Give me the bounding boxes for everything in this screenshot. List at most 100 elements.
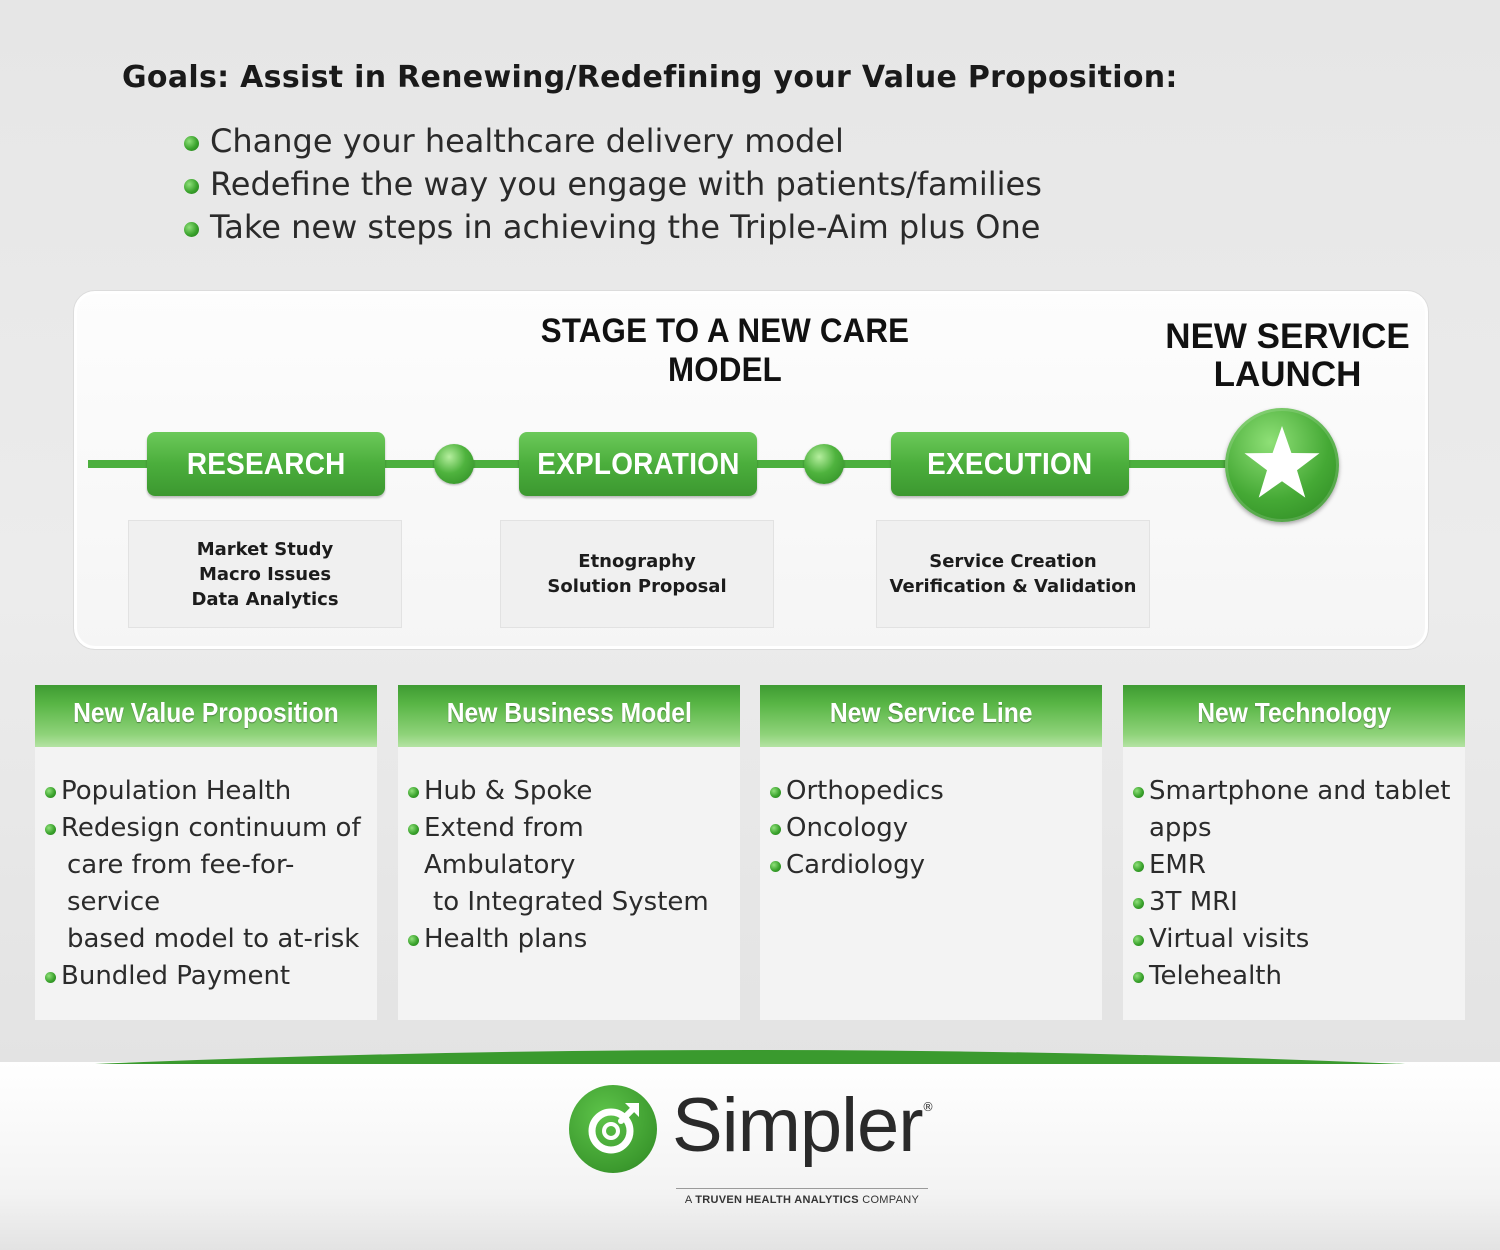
bullet-icon	[1133, 787, 1144, 798]
list-item: Orthopedics	[768, 773, 1102, 810]
list-item-text: EMR	[1149, 850, 1206, 880]
bullet-icon	[1133, 898, 1144, 909]
list-item: Redesign continuum of care from fee-for-s…	[43, 810, 377, 958]
column-title: New Service Line	[829, 697, 1033, 728]
detail-line: Etnography	[578, 551, 696, 572]
phase-exploration: EXPLORATION	[519, 432, 757, 496]
detail-line: Solution Proposal	[547, 576, 727, 597]
phase-execution: EXECUTION	[891, 432, 1129, 496]
phase-label: EXPLORATION	[536, 446, 740, 481]
column-list: Orthopedics Oncology Cardiology	[760, 747, 1102, 884]
column-business-model: New Business Model Hub & Spoke Extend fr…	[398, 685, 740, 1020]
goals-title: Goals: Assist in Renewing/Redefining you…	[122, 60, 1178, 95]
launch-title-line1: NEW SERVICE	[1165, 317, 1410, 356]
list-item-text: Orthopedics	[786, 776, 944, 806]
column-list: Smartphone and tablet apps EMR 3T MRI Vir…	[1123, 747, 1465, 995]
list-item-text: Cardiology	[786, 850, 925, 880]
list-item-text: Oncology	[786, 813, 909, 843]
list-item-text: based model to at-risk	[67, 924, 360, 954]
list-item-text: to Integrated System	[433, 887, 709, 917]
list-item-text: Bundled Payment	[61, 961, 291, 991]
list-item: Extend from Ambulatory to Integrated Syst…	[406, 810, 740, 921]
column-title: New Technology	[1197, 697, 1391, 728]
bullet-icon	[1133, 972, 1144, 983]
tagline-suffix: COMPANY	[862, 1194, 920, 1206]
column-header: New Technology	[1123, 685, 1465, 747]
launch-title-line2: LAUNCH	[1213, 355, 1362, 394]
column-list: Population Health Redesign continuum of c…	[35, 747, 377, 995]
launch-badge	[1225, 408, 1339, 522]
list-item: Smartphone and tablet apps	[1131, 773, 1465, 847]
goals-list: Change your healthcare delivery model Re…	[180, 120, 1042, 249]
simpler-logo-icon	[569, 1085, 657, 1173]
goal-item: Change your healthcare delivery model	[180, 120, 1042, 163]
list-item-text: 3T MRI	[1149, 887, 1238, 917]
list-item-text: Redesign continuum of	[61, 813, 361, 843]
list-item-text: apps	[1149, 813, 1212, 843]
list-item: EMR	[1131, 847, 1465, 884]
column-header: New Service Line	[760, 685, 1102, 747]
list-item: Bundled Payment	[43, 958, 377, 995]
footer-arc-divider	[95, 1050, 1405, 1064]
exploration-details: Etnography Solution Proposal	[500, 520, 774, 628]
list-item: Virtual visits	[1131, 921, 1465, 958]
column-title: New Business Model	[446, 697, 692, 728]
column-title: New Value Proposition	[73, 697, 339, 728]
execution-details: Service Creation Verification & Validati…	[876, 520, 1150, 628]
list-item-text: Health plans	[424, 924, 588, 954]
column-header: New Business Model	[398, 685, 740, 747]
bullet-icon	[770, 824, 781, 835]
list-item: Cardiology	[768, 847, 1102, 884]
list-item-text: Virtual visits	[1149, 924, 1310, 954]
column-service-line: New Service Line Orthopedics Oncology Ca…	[760, 685, 1102, 1020]
detail-line: Macro Issues	[198, 563, 332, 585]
bullet-icon	[184, 222, 199, 237]
list-item-text: Smartphone and tablet	[1149, 776, 1451, 806]
tagline-prefix: A	[684, 1194, 692, 1206]
research-details: Market Study Macro Issues Data Analytics	[128, 520, 402, 628]
launch-title: NEW SERVICE LAUNCH	[1150, 318, 1425, 394]
brand-tagline: A TRUVEN HEALTH ANALYTICS COMPANY	[676, 1188, 928, 1206]
bullet-icon	[1133, 935, 1144, 946]
list-item-text: Telehealth	[1149, 961, 1282, 991]
column-value-proposition: New Value Proposition Population Health …	[35, 685, 377, 1020]
goal-text: Redefine the way you engage with patient…	[210, 165, 1042, 203]
bullet-icon	[408, 935, 419, 946]
phase-label: EXECUTION	[927, 446, 1093, 481]
list-item: 3T MRI	[1131, 884, 1465, 921]
bullet-icon	[184, 136, 199, 151]
brand-name: Simpler	[672, 1083, 924, 1168]
tagline-company: TRUVEN HEALTH ANALYTICS	[695, 1194, 859, 1206]
list-item-text: Hub & Spoke	[424, 776, 593, 806]
goal-item: Redefine the way you engage with patient…	[180, 163, 1042, 206]
bullet-icon	[408, 824, 419, 835]
goal-text: Take new steps in achieving the Triple-A…	[210, 208, 1041, 246]
phase-label: RESEARCH	[186, 446, 346, 481]
footer	[0, 1062, 1500, 1250]
bullet-icon	[408, 787, 419, 798]
column-list: Hub & Spoke Extend from Ambulatory to Int…	[398, 747, 740, 958]
goal-text: Change your healthcare delivery model	[210, 122, 844, 160]
list-item: Oncology	[768, 810, 1102, 847]
timeline-connector-node	[434, 444, 474, 484]
list-item-text: Population Health	[61, 776, 292, 806]
detail-line: Service Creation	[929, 551, 1097, 572]
bullet-icon	[770, 787, 781, 798]
list-item-text: care from fee-for-service	[67, 850, 295, 917]
phase-research: RESEARCH	[147, 432, 385, 496]
bullet-icon	[45, 972, 56, 983]
column-header: New Value Proposition	[35, 685, 377, 747]
registered-mark: ®	[922, 1100, 934, 1114]
column-technology: New Technology Smartphone and tablet apps…	[1123, 685, 1465, 1020]
bullet-icon	[184, 179, 199, 194]
list-item: Health plans	[406, 921, 740, 958]
star-icon	[1244, 426, 1320, 498]
bullet-icon	[45, 824, 56, 835]
list-item-text: Extend from Ambulatory	[424, 813, 584, 880]
detail-line: Data Analytics	[191, 588, 339, 610]
stage-title: STAGE TO A NEW CARE MODEL	[540, 312, 910, 389]
bullet-icon	[770, 861, 781, 872]
detail-line: Market Study	[196, 538, 334, 560]
timeline-connector-node	[804, 444, 844, 484]
detail-line: Verification & Validation	[889, 576, 1137, 597]
